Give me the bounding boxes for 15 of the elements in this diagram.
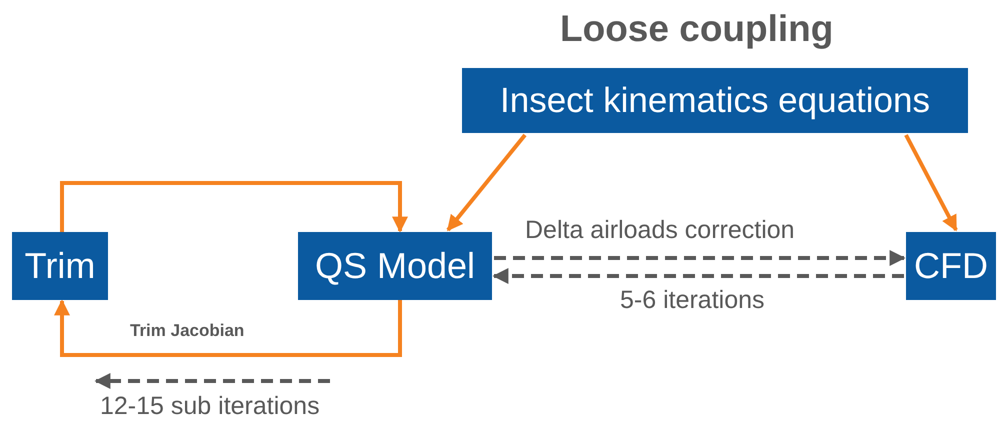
process-box [906, 232, 996, 300]
box-label: CFD [914, 248, 988, 284]
arrow [904, 134, 958, 232]
arrow [60, 181, 408, 233]
arrow [54, 299, 402, 357]
arrow [492, 268, 904, 284]
box-label: Trim [24, 248, 96, 284]
arrow [494, 250, 906, 266]
process-box [12, 232, 108, 300]
process-box [462, 68, 968, 133]
diagram-title: Loose coupling [560, 8, 834, 50]
process-box [298, 232, 492, 300]
box-label: QS Model [314, 248, 476, 284]
arrow [446, 134, 527, 232]
box-label: Insect kinematics equations [500, 83, 930, 118]
